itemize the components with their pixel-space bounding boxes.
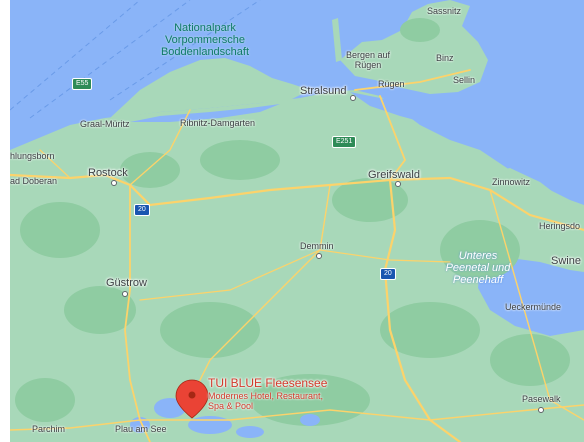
road-shield-e55: E55: [72, 78, 93, 90]
stralsund-dot: [350, 95, 356, 101]
place-ueckermuende: Ueckermünde: [505, 302, 562, 312]
greifswald-dot: [395, 181, 401, 187]
place-bergen: Bergen auf Rügen: [345, 50, 391, 70]
place-plau: Plau am See: [115, 424, 167, 434]
pasewalk-dot: [538, 407, 544, 413]
national-park-label: Nationalpark Vorpommersche Boddenlandsch…: [160, 22, 250, 58]
place-guestrow: Güstrow: [106, 277, 147, 289]
place-zinnowitz: Zinnowitz: [492, 177, 531, 187]
hiddensee: [332, 18, 342, 62]
map[interactable]: Nationalpark Vorpommersche Boddenlandsch…: [10, 0, 584, 442]
guestrow-dot: [122, 291, 128, 297]
darss-peninsula: [110, 58, 310, 118]
place-greifswald: Greifswald: [368, 169, 420, 181]
place-sellin: Sellin: [453, 75, 476, 85]
road-shield-e251: E251: [332, 136, 357, 148]
place-stralsund: Stralsund: [300, 85, 347, 97]
place-swine: Swine: [551, 255, 581, 267]
map-base-layer: [10, 0, 584, 442]
bodden-water: [130, 104, 280, 122]
water-label-peenetal: Unteres Peenetal und Peenehaff: [445, 250, 511, 286]
forest-areas: [15, 18, 570, 426]
place-binz: Binz: [436, 53, 454, 63]
place-graal-mueritz: Graal-Müritz: [80, 119, 130, 129]
road-shield-a20-west: 20: [134, 204, 150, 216]
place-bad-doberan: ad Doberan: [10, 176, 58, 186]
ferry-lines: [10, 0, 261, 119]
stettiner-haff: [478, 258, 584, 336]
demmin-dot: [316, 253, 322, 259]
place-ruegen: Rügen: [378, 79, 405, 89]
place-rostock: Rostock: [88, 167, 128, 179]
greifswalder-bodden: [350, 92, 490, 140]
place-pasewalk: Pasewalk: [522, 394, 561, 404]
rostock-dot: [111, 180, 117, 186]
place-kuehlungsborn: hlungsborn: [10, 151, 55, 161]
poi-subtitle: Modernes Hotel, Restaurant, Spa & Pool: [208, 391, 324, 411]
roads: [10, 69, 584, 442]
usedom-island: [480, 168, 584, 250]
place-parchim: Parchim: [32, 424, 66, 434]
place-heringsdorf: Heringsdo: [539, 221, 581, 231]
place-ribnitz: Ribnitz-Damgarten: [180, 118, 256, 128]
poi-pin-icon[interactable]: [175, 379, 209, 419]
place-demmin: Demmin: [300, 241, 334, 251]
road-shield-a20-east: 20: [380, 268, 396, 280]
ruegen-island: [340, 0, 488, 94]
place-sassnitz: Sassnitz: [427, 6, 462, 16]
poi-title[interactable]: TUI BLUE Fleesensee: [208, 376, 328, 390]
